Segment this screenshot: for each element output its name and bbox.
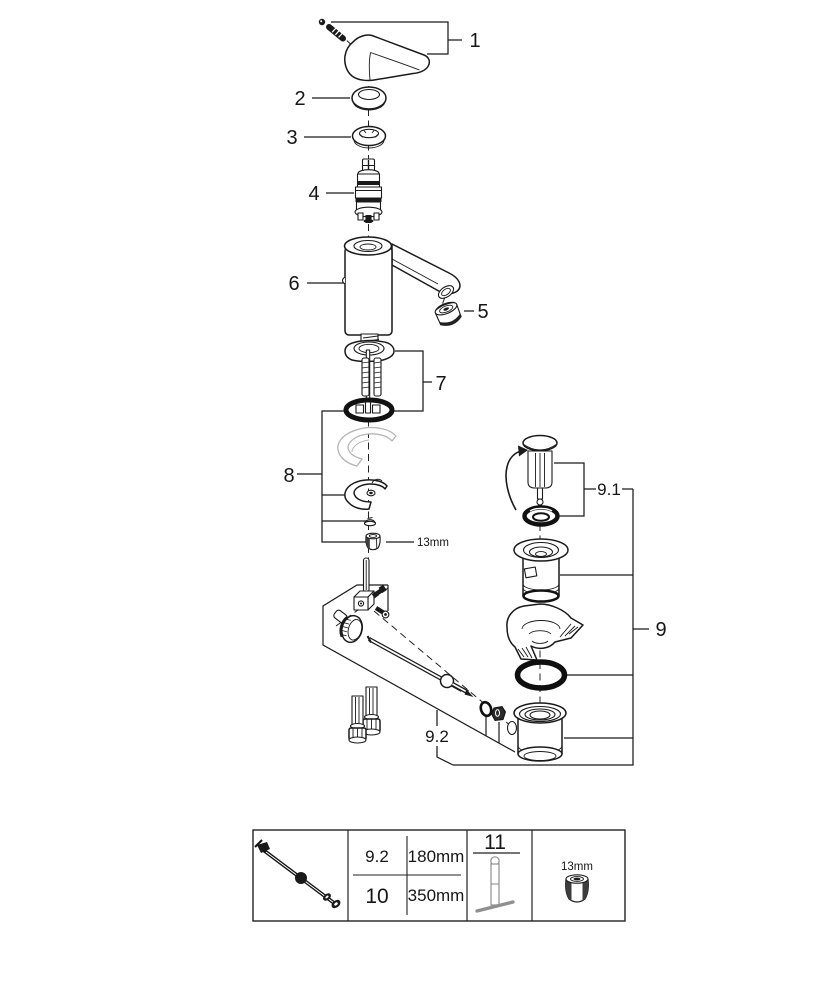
table-row1-length: 180mm xyxy=(408,847,465,866)
spout-mouth xyxy=(437,285,455,299)
part-labels: 1 2 3 4 5 6 7 8 9 9.1 9.2 13mm xyxy=(283,30,666,746)
part-label-9-1: 9.1 xyxy=(597,480,621,499)
base-gasket xyxy=(343,397,395,423)
rod-nut xyxy=(490,705,507,722)
part-label-7: 7 xyxy=(435,373,446,395)
bracket-part-7 xyxy=(392,350,432,412)
plug-seal xyxy=(522,505,560,527)
mounting-studs xyxy=(361,349,382,414)
lift-rod-clevis xyxy=(333,584,390,624)
drain-flange xyxy=(513,538,569,603)
swivel-nut xyxy=(506,603,584,661)
wrench-size-label: 13mm xyxy=(417,537,449,549)
mounting-bracket-ghost xyxy=(337,426,397,467)
lever-handle xyxy=(344,34,431,82)
table-row2-length: 350mm xyxy=(408,886,465,905)
bracket-part-8 xyxy=(297,410,366,543)
nut-13mm-icon xyxy=(565,874,589,903)
mounting-tool-icon xyxy=(475,856,515,913)
rod-assembly-thumbnail xyxy=(254,839,341,909)
leader-part-9-2 xyxy=(436,710,454,766)
hex-nut-13mm xyxy=(365,532,381,551)
bracket-part-9 xyxy=(453,489,649,766)
knurled-knob xyxy=(339,614,364,644)
cartridge xyxy=(354,158,383,223)
table-row1-id: 9.2 xyxy=(365,847,389,866)
mounting-bracket xyxy=(344,478,388,510)
spec-table: 9.2 180mm 10 350mm 11 13mm xyxy=(252,829,626,922)
pivot-rod xyxy=(366,635,474,697)
handle-screw xyxy=(318,18,346,42)
bracket-part-1 xyxy=(331,21,462,55)
cap-ring xyxy=(351,86,387,111)
rod-o-ring xyxy=(479,700,493,718)
part-label-8: 8 xyxy=(283,465,294,487)
supply-hose-right xyxy=(362,686,381,736)
drain-o-ring xyxy=(514,659,568,691)
part-label-4: 4 xyxy=(308,183,319,205)
supply-hose-left xyxy=(348,695,367,744)
drain-plug xyxy=(522,434,558,509)
drain-tailpiece xyxy=(506,702,567,762)
part-label-5: 5 xyxy=(477,301,488,323)
aerator xyxy=(434,301,462,326)
leader-lines xyxy=(297,21,649,766)
table-row2-id: 10 xyxy=(365,885,388,908)
part-label-3: 3 xyxy=(286,127,297,149)
part-label-9: 9 xyxy=(655,619,666,641)
nut-size-label: 13mm xyxy=(561,861,593,873)
rotation-arrow xyxy=(505,445,528,511)
part-label-9-2: 9.2 xyxy=(425,727,449,746)
dowel-pin xyxy=(362,557,370,593)
tool-number-label: 11 xyxy=(484,831,506,854)
bracket-part-9-1 xyxy=(554,462,633,517)
faucet-body xyxy=(341,236,461,336)
part-label-2: 2 xyxy=(294,88,305,110)
part-label-1: 1 xyxy=(469,30,480,52)
mounting-ring-nut xyxy=(351,125,387,149)
supply-hoses xyxy=(348,686,381,744)
bracket-screw xyxy=(363,517,377,527)
part-label-6: 6 xyxy=(288,273,299,295)
